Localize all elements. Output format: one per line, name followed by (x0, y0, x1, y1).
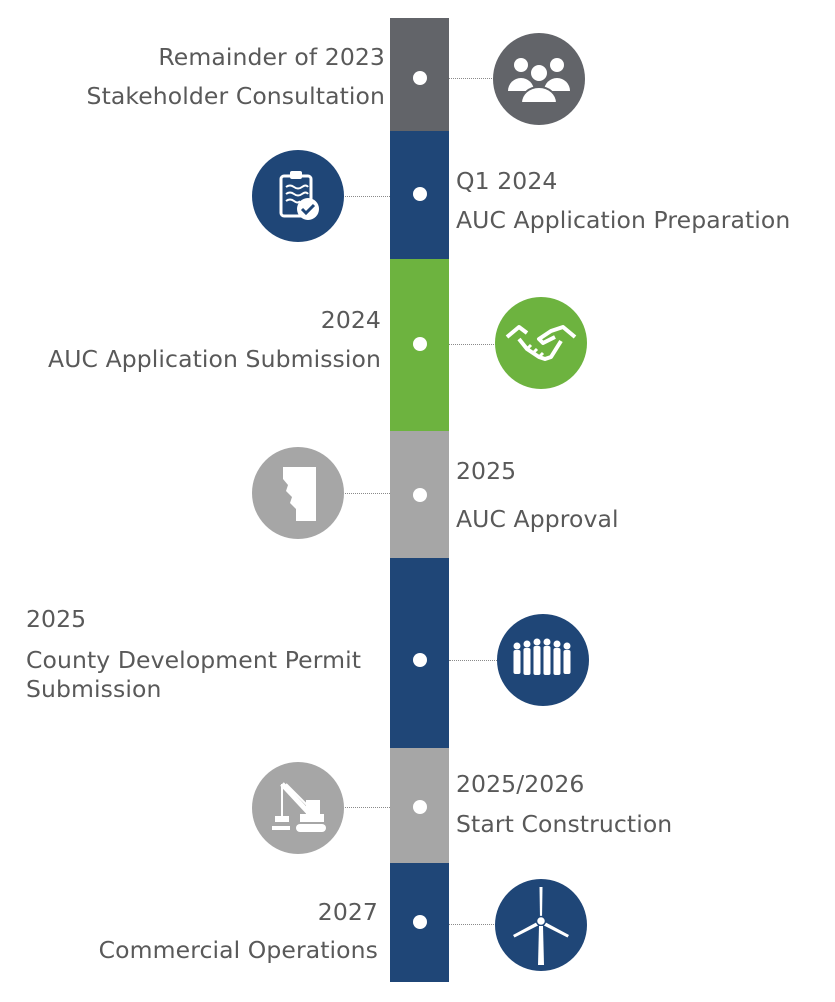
timeline-dot-6 (413, 800, 427, 814)
crowd-icon (497, 614, 589, 706)
timeline-dot-4 (413, 488, 427, 502)
milestone-5-label-line2: Submission (26, 675, 162, 703)
milestone-1-label: Stakeholder Consultation (86, 82, 385, 110)
milestone-2-date: Q1 2024 (456, 167, 558, 195)
connector-6 (343, 807, 390, 808)
connector-4 (343, 493, 390, 494)
milestone-6-label: Start Construction (456, 810, 673, 838)
handshake-icon (495, 297, 587, 389)
milestone-1-date: Remainder of 2023 (158, 43, 385, 71)
milestone-4-label: AUC Approval (456, 505, 619, 533)
clipboard-check-icon (252, 150, 344, 242)
connector-3 (449, 344, 496, 345)
timeline-dot-7 (413, 915, 427, 929)
crane-icon (252, 762, 344, 854)
milestone-5-date: 2025 (26, 605, 87, 633)
milestone-2-label: AUC Application Preparation (456, 206, 791, 234)
timeline-dot-5 (413, 653, 427, 667)
milestone-3-label: AUC Application Submission (48, 345, 381, 373)
connector-5 (449, 660, 497, 661)
people-group-icon (493, 33, 585, 125)
connector-1 (449, 78, 496, 79)
alberta-map-icon (252, 447, 344, 539)
timeline-dot-3 (413, 337, 427, 351)
connector-7 (449, 924, 496, 925)
milestone-7-label: Commercial Operations (98, 936, 378, 964)
milestone-6-date: 2025/2026 (456, 770, 585, 798)
timeline-dot-2 (413, 187, 427, 201)
milestone-3-date: 2024 (320, 306, 381, 334)
milestone-4-date: 2025 (456, 457, 517, 485)
wind-turbine-icon (495, 879, 587, 971)
milestone-7-date: 2027 (317, 898, 378, 926)
connector-2 (343, 196, 390, 197)
timeline-dot-1 (413, 71, 427, 85)
milestone-5-label-line1: County Development Permit (26, 646, 362, 674)
